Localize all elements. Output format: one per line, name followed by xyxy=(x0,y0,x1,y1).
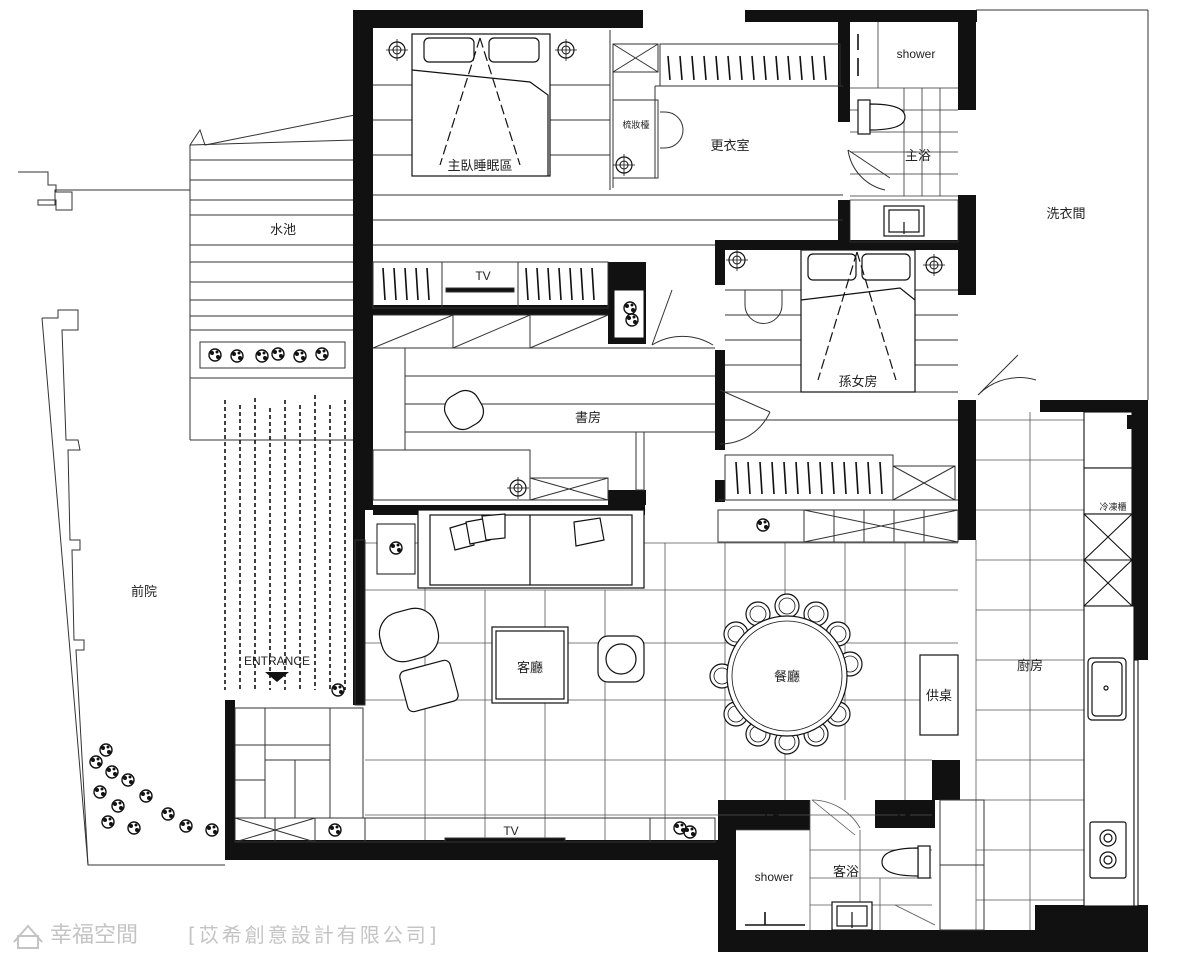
fridge xyxy=(1127,415,1135,429)
fridge-label: 冷凍櫃 xyxy=(1099,501,1126,513)
study-hangers-left xyxy=(382,267,595,301)
lamp-icon xyxy=(554,38,578,62)
house-logo-icon xyxy=(13,924,43,949)
study-room xyxy=(372,261,771,501)
exterior-walls xyxy=(225,10,1148,952)
altar-table xyxy=(919,654,959,736)
master-bedroom-label: 主臥睡眠區 xyxy=(447,159,512,174)
master-bath-label: 主浴 xyxy=(905,149,931,164)
sink-icon xyxy=(831,901,873,931)
entrance-label: ENTRANCE xyxy=(244,654,310,668)
kitchen xyxy=(975,412,1084,930)
kitchen-island xyxy=(939,799,985,931)
toilet-icon xyxy=(881,845,931,879)
study-label: 書房 xyxy=(575,410,601,426)
dining-room-label: 餐廳 xyxy=(774,669,800,685)
sink-icon xyxy=(883,205,925,237)
sofa-icon xyxy=(417,509,645,589)
watermark-brand: 幸福空間 xyxy=(50,923,138,948)
guest-shower-label: shower xyxy=(755,870,794,884)
entrance-arrow-icon xyxy=(265,672,289,682)
pond-label: 水池 xyxy=(270,223,296,238)
stepping-stones xyxy=(224,395,346,690)
sink-icon xyxy=(1087,657,1127,721)
altar-table-label: 供桌 xyxy=(926,689,952,704)
plant-icon xyxy=(328,823,342,837)
door-swing-icon xyxy=(847,149,891,191)
lamp-icon xyxy=(725,248,749,272)
closet-label: 更衣室 xyxy=(710,138,749,154)
hall-cabinet xyxy=(717,509,959,543)
study-tv-label: TV xyxy=(475,269,490,283)
study-chair-icon xyxy=(443,389,485,431)
closet-hangers xyxy=(667,55,827,81)
laundry-room xyxy=(976,9,1149,400)
front-yard-label: 前院 xyxy=(131,584,157,600)
living-tv-label: TV xyxy=(503,824,518,838)
stove-icon xyxy=(1089,821,1127,879)
granddaughter-room xyxy=(718,289,958,501)
watermark-company: [苡希創意設計有限公司] xyxy=(188,923,440,947)
shower-fixtures xyxy=(745,912,805,926)
stool xyxy=(597,635,645,683)
watermark: 幸福空間 [苡希創意設計有限公司] xyxy=(13,923,440,949)
master-bed-icon xyxy=(411,33,551,177)
entrance-zone xyxy=(234,539,366,819)
dining-table xyxy=(709,593,863,755)
living-room-label: 客廳 xyxy=(517,660,543,676)
granddaughter-room-label: 孫女房 xyxy=(838,374,877,390)
side-table xyxy=(376,523,416,575)
master-shower-label: shower xyxy=(897,47,936,61)
study-plant xyxy=(613,289,645,339)
coffee-table xyxy=(491,626,569,704)
plant-icon xyxy=(683,825,697,839)
lamp-icon xyxy=(385,38,409,62)
planter-plants xyxy=(208,347,329,363)
lamp-icon xyxy=(612,153,636,177)
guest-bath-label: 客浴 xyxy=(833,864,859,880)
closet xyxy=(612,43,843,188)
makeup-desk-label: 梳妝檯 xyxy=(622,119,649,131)
lamp-icon xyxy=(922,253,946,277)
living-tv-cabinet xyxy=(234,817,716,843)
armchair-icon xyxy=(378,607,459,713)
toilet-icon xyxy=(857,99,906,135)
lamp-icon xyxy=(506,476,530,500)
plant-icon xyxy=(756,518,770,532)
granddaughter-hangers xyxy=(735,461,883,495)
kitchen-label: 廚房 xyxy=(1017,658,1043,674)
granddaughter-bed-icon xyxy=(800,249,916,393)
front-yard-area xyxy=(18,114,356,866)
laundry-label: 洗衣間 xyxy=(1046,206,1085,222)
